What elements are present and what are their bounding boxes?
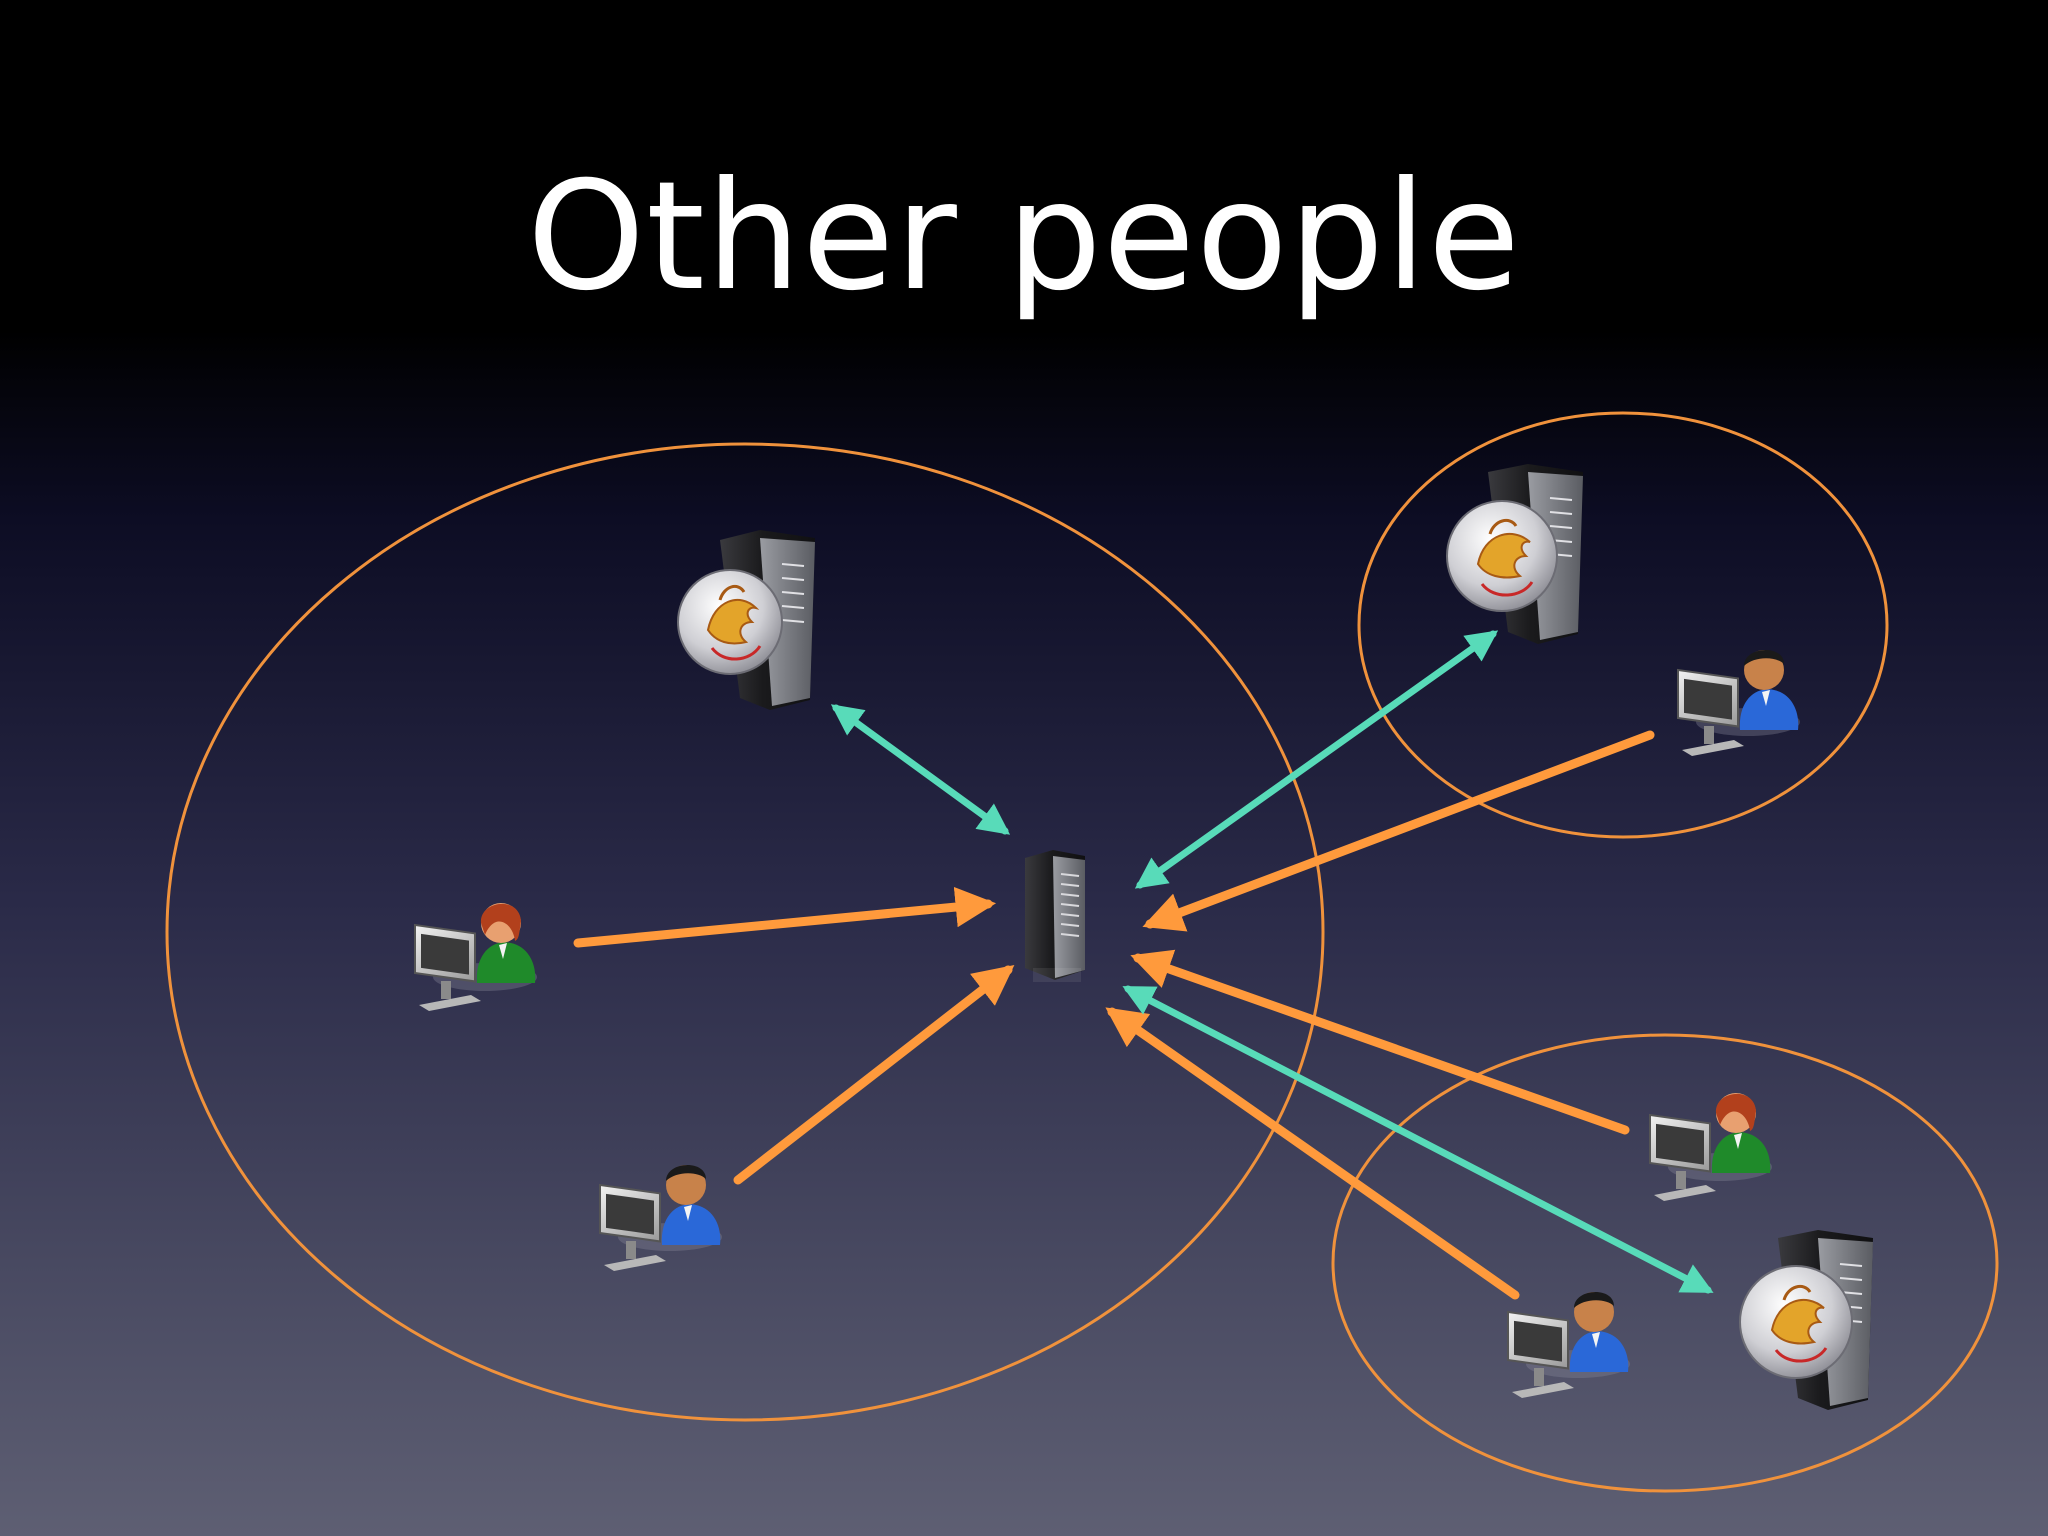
user-main-left-node bbox=[414, 903, 537, 1011]
group-outline-main bbox=[165, 442, 1325, 1422]
federation-arrow-idp-bottom-right bbox=[1122, 985, 1714, 1294]
user-male-icon bbox=[599, 1164, 722, 1271]
federation-arrow-idp-main bbox=[830, 704, 1011, 835]
user-female-icon bbox=[1649, 1093, 1772, 1201]
service-provider-node bbox=[1025, 850, 1085, 982]
user-bottom-right-1-node bbox=[1649, 1093, 1772, 1201]
user-male-icon bbox=[1677, 649, 1800, 756]
group-outline-bottom-right bbox=[1331, 1033, 1999, 1493]
login-arrow-user-top-right bbox=[1142, 730, 1655, 932]
idp-main-node bbox=[677, 530, 815, 710]
federation-arrow-idp-top-right bbox=[1134, 630, 1499, 889]
user-male-icon bbox=[1507, 1291, 1630, 1398]
login-arrow-user-main-bottom bbox=[733, 965, 1015, 1185]
user-main-bottom-node bbox=[599, 1164, 722, 1271]
griffin-server-icon bbox=[677, 530, 815, 710]
server-icon bbox=[1025, 850, 1085, 982]
user-female-icon bbox=[414, 903, 537, 1011]
slide-title: Other people bbox=[526, 150, 1522, 324]
griffin-server-icon bbox=[1739, 1230, 1873, 1410]
login-arrow-user-bottom-right-2 bbox=[1105, 1007, 1520, 1300]
federation-arrows bbox=[830, 630, 1714, 1294]
idp-bottom-right-node bbox=[1739, 1230, 1873, 1410]
idp-top-right-node bbox=[1446, 464, 1583, 644]
login-arrow-user-bottom-right-1 bbox=[1130, 949, 1630, 1135]
login-arrow-user-main-left bbox=[573, 886, 997, 948]
griffin-server-icon bbox=[1446, 464, 1583, 644]
group-outline-top-right bbox=[1357, 411, 1889, 839]
user-top-right-node bbox=[1677, 649, 1800, 756]
login-arrows bbox=[573, 730, 1655, 1300]
user-bottom-right-2-node bbox=[1507, 1291, 1630, 1398]
